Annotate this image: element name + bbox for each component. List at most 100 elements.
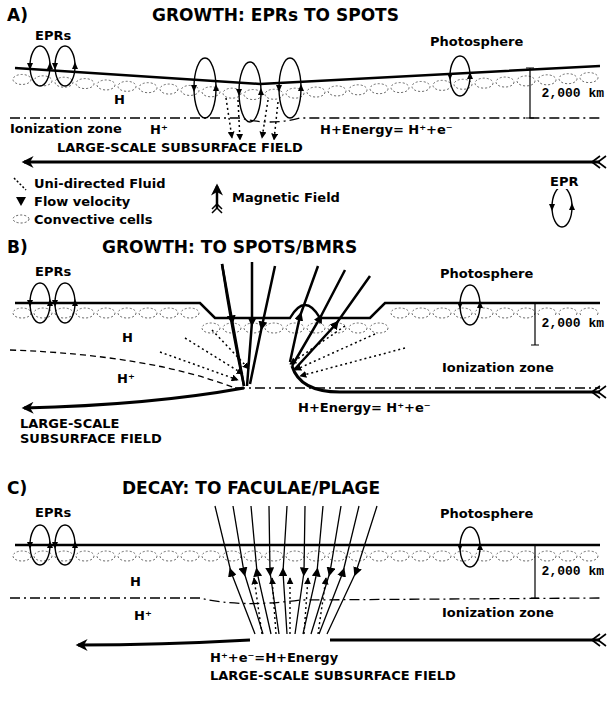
diagram-label: GROWTH: EPRs TO SPOTS [150,5,401,25]
fluid-upflow [289,578,290,634]
convective-cell [433,551,451,561]
convective-cell [349,323,367,333]
convective-cell [139,83,157,93]
diagram-label: LARGE-SCALE SUBSURFACE FIELD [55,140,305,155]
convective-cell [391,83,409,93]
convective-cell [202,323,220,333]
convective-cell [13,74,31,84]
diagram-label: H [128,574,143,589]
convective-cell [454,551,472,561]
convective-cell [580,73,598,83]
convective-cell [559,74,577,84]
convective-cell [475,78,493,88]
diagram-label: EPRs [33,28,73,43]
convective-cell [412,308,430,318]
convective-cell [76,79,94,89]
convective-cell [139,551,157,561]
convective-cell [307,87,325,97]
diagram-label: H⁺ [115,371,137,386]
diagram-label: Ionization zone [440,605,556,620]
magnetic-field-line [269,506,279,634]
diagram-label: Photosphere [428,34,525,49]
magnetic-field-line [215,506,255,634]
convective-cell [559,551,577,561]
convective-cell [496,77,514,87]
convective-cell [265,89,283,99]
diagram-label: H⁺+e⁻=H+Energy [208,650,340,665]
convective-cell [412,81,430,91]
diagram-label: DECAY: TO FACULAE/PLAGE [120,478,382,498]
diagram-label: 2,000 km [540,564,606,579]
convective-cell [139,308,157,318]
diagram-label: 2,000 km [540,316,606,331]
convective-cell [286,323,304,333]
convective-cell [160,308,178,318]
convective-cell [118,551,136,561]
diagram-label: EPRs [33,264,73,279]
magnetic-field-line [319,506,359,634]
convective-cell [118,81,136,91]
legend-text: Convective cells [32,212,154,227]
magnetic-field-line [233,506,263,634]
convective-cell [580,551,598,561]
diagram-label: H [120,330,135,345]
panel-a [10,46,606,227]
convective-cell [349,85,367,95]
convective-cell [328,551,346,561]
convective-cell [118,308,136,318]
convective-cell [265,323,283,333]
convective-cell [517,76,535,86]
convective-cell [181,308,199,318]
diagram-label: Ionization zone [440,360,556,375]
legend-text: Flow velocity [32,194,132,209]
convective-cell [454,308,472,318]
convective-cell [328,86,346,96]
convective-cell [202,551,220,561]
convective-cell [412,551,430,561]
fluid-upflow [272,578,276,634]
convective-cell [370,551,388,561]
convective-cell [181,85,199,95]
diagram-label: C) [5,478,29,498]
convective-cell [370,84,388,94]
convective-cell [538,551,556,561]
convective-cell [496,308,514,318]
fluid-upflow [318,578,326,634]
convective-cell [370,323,388,333]
legend-text: Uni-directed Fluid [32,176,168,191]
diagram-label: H+Energy= H⁺+e⁻ [296,400,433,415]
diagram-label: B) [5,237,30,257]
magnetic-field-line [283,506,287,634]
convective-cell [433,308,451,318]
diagram-label: LARGE-SCALE SUBSURFACE FIELD [208,668,458,683]
convective-cell [433,80,451,90]
convective-cell [76,308,94,318]
convective-cell [97,308,115,318]
convective-cell [160,84,178,94]
convective-cell [391,308,409,318]
panel-b [10,262,606,408]
convective-cell [391,551,409,561]
convective-cell [13,308,31,318]
panel-c [10,506,606,646]
magnetic-field-line [303,506,323,634]
diagram-label: H [112,92,127,107]
diagram-label: Photosphere [438,266,535,281]
diagram-label: LARGE-SCALE SUBSURFACE FIELD [18,416,192,446]
convective-cell [244,551,262,561]
convective-cell [76,551,94,561]
convective-cell [307,551,325,561]
convective-cell [349,551,367,561]
diagram-label: GROWTH: TO SPOTS/BMRS [100,237,359,257]
legend-text: EPR [548,174,580,189]
fluid-upflow [304,578,308,634]
diagram-label: A) [5,5,30,25]
diagram-label: H+Energy= H⁺+e⁻ [318,122,455,137]
convective-cell [97,80,115,90]
diagram-label: EPRs [33,505,73,520]
diagram-label: Ionization zone [8,121,124,136]
convective-cell [97,551,115,561]
convective-cell [517,308,535,318]
